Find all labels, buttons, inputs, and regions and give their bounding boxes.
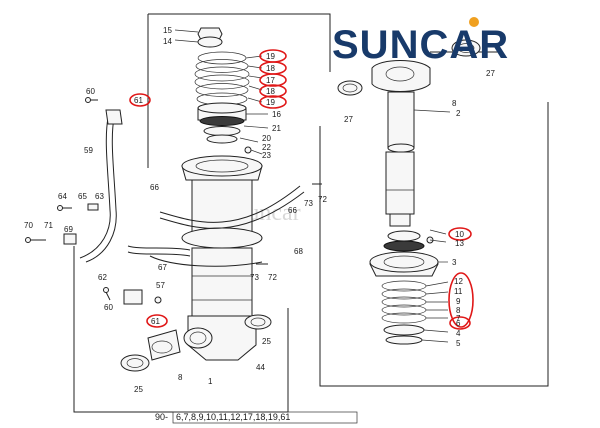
label-60b: 60 [104, 303, 113, 312]
brand-logo: SUNCAR [332, 17, 509, 67]
highlight-markers [129, 49, 474, 330]
label-7: 7 [456, 314, 461, 323]
rod-assembly [337, 39, 481, 345]
label-73b: 73 [250, 273, 259, 282]
kit-footer: 90- 6,7,8,9,10,11,12,17,18,19,61 [155, 411, 358, 424]
label-1: 1 [208, 377, 213, 386]
label-6: 6 [456, 319, 461, 328]
label-15: 15 [163, 26, 172, 35]
label-8: 8 [178, 373, 183, 382]
label-72: 72 [318, 195, 327, 204]
leader-lines [174, 29, 451, 343]
label-72b: 72 [268, 273, 277, 282]
brand-accent-dot [469, 17, 479, 27]
label-68: 68 [294, 247, 303, 256]
label-63: 63 [95, 192, 104, 201]
label-8b: 8 [452, 99, 457, 108]
label-16: 16 [272, 110, 281, 119]
label-12: 12 [454, 277, 463, 286]
label-10: 10 [455, 230, 464, 239]
label-8c: 8 [456, 306, 461, 315]
kit-list: 6,7,8,9,10,11,12,17,18,19,61 [176, 412, 290, 422]
label-5: 5 [456, 339, 461, 348]
label-61b: 61 [151, 317, 160, 326]
bottom-rings [120, 314, 272, 372]
kit-prefix: 90- [155, 412, 168, 422]
label-27: 27 [344, 115, 353, 124]
label-73: 73 [304, 199, 313, 208]
label-25: 25 [262, 337, 271, 346]
label-4: 4 [456, 329, 461, 338]
label-23: 23 [262, 151, 271, 160]
label-59: 59 [84, 146, 93, 155]
main-housing [147, 155, 263, 361]
label-17: 17 [266, 76, 275, 85]
label-18: 18 [266, 64, 275, 73]
label-13: 13 [455, 239, 464, 248]
label-64: 64 [58, 192, 67, 201]
label-44: 44 [256, 363, 265, 372]
label-18: 18 [266, 87, 275, 96]
label-57: 57 [156, 281, 165, 290]
label-20: 20 [262, 134, 271, 143]
brand-text: SUNCAR [332, 23, 509, 67]
highlight-61-bottom [146, 314, 168, 328]
label-70: 70 [24, 221, 33, 230]
label-69: 69 [64, 225, 73, 234]
label-2: 2 [456, 109, 461, 118]
label-66b: 66 [288, 206, 297, 215]
top-stack [194, 27, 252, 154]
label-9: 9 [456, 297, 461, 306]
label-62: 62 [98, 273, 107, 282]
label-71: 71 [44, 221, 53, 230]
label-19: 19 [266, 52, 275, 61]
label-21: 21 [272, 124, 281, 133]
part-labels: 15 14 19 18 17 18 19 16 21 20 22 23 60 6… [24, 26, 495, 394]
label-66: 66 [150, 183, 159, 192]
small-bolts [25, 97, 322, 304]
label-25b: 25 [134, 385, 143, 394]
label-67: 67 [158, 263, 167, 272]
label-22: 22 [262, 143, 271, 152]
hose-lines [63, 109, 305, 305]
highlight-6 [449, 316, 471, 330]
highlight-17 [259, 73, 287, 87]
label-60: 60 [86, 87, 95, 96]
label-11: 11 [454, 287, 463, 296]
frame-lines [73, 13, 549, 413]
highlight-61-top [129, 93, 151, 107]
highlight-10 [448, 227, 472, 241]
highlight-12-to-8 [448, 272, 474, 328]
label-65: 65 [78, 192, 87, 201]
label-14: 14 [163, 37, 172, 46]
highlight-18-bottom [259, 84, 287, 98]
highlight-19-bottom [259, 95, 287, 109]
label-19: 19 [266, 98, 275, 107]
label-27b: 27 [486, 69, 495, 78]
label-61: 61 [134, 96, 143, 105]
label-3: 3 [452, 258, 457, 267]
